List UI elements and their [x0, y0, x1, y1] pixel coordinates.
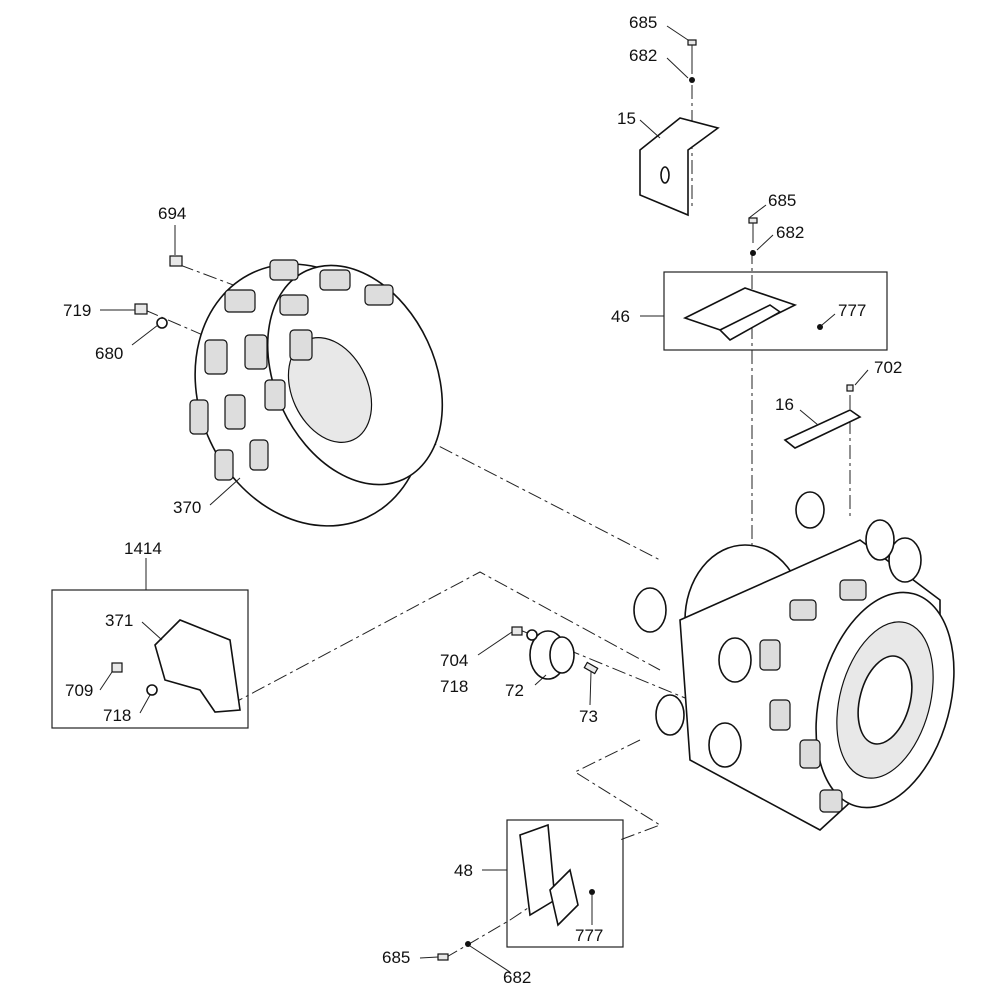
callout-682: 682 — [776, 223, 804, 242]
callout-718: 718 — [103, 706, 131, 725]
callout-709: 709 — [65, 681, 93, 700]
callout-777: 777 — [838, 301, 866, 320]
callout-704: 704 — [440, 651, 468, 670]
callout-48: 48 — [454, 861, 473, 880]
callout-72: 72 — [505, 681, 524, 700]
roller-72 — [511, 626, 599, 680]
callout-685: 685 — [629, 13, 657, 32]
bracket-15 — [639, 117, 720, 217]
assembly-box-1414 — [51, 589, 249, 729]
mount-371 — [111, 619, 241, 713]
clamp-48 — [437, 823, 595, 961]
callout-15: 15 — [617, 109, 636, 128]
drive-housing — [633, 491, 955, 831]
callout-685: 685 — [768, 191, 796, 210]
plate-16 — [783, 384, 862, 449]
callout-73: 73 — [579, 707, 598, 726]
callout-685: 685 — [382, 948, 410, 967]
callout-702: 702 — [874, 358, 902, 377]
callout-680: 680 — [95, 344, 123, 363]
callout-370: 370 — [173, 498, 201, 517]
assembly-box-48 — [506, 819, 624, 948]
callout-371: 371 — [105, 611, 133, 630]
callout-718: 718 — [440, 677, 468, 696]
leader-lines — [99, 25, 869, 973]
bolts-left — [134, 255, 183, 329]
callout-labels: 685 682 15 694 685 682 719 46 777 680 70… — [63, 13, 902, 987]
callout-1414: 1414 — [124, 539, 162, 558]
callout-682: 682 — [629, 46, 657, 65]
assembly-box-46 — [663, 271, 888, 351]
callout-46: 46 — [611, 307, 630, 326]
guide-block-46 — [682, 287, 823, 341]
callout-777: 777 — [575, 926, 603, 945]
callout-694: 694 — [158, 204, 186, 223]
screw-685-top — [687, 39, 758, 256]
callout-682: 682 — [503, 968, 531, 987]
callout-16: 16 — [775, 395, 794, 414]
assembly-lines — [144, 60, 851, 959]
callout-719: 719 — [63, 301, 91, 320]
track-wheel-370 — [189, 259, 444, 527]
